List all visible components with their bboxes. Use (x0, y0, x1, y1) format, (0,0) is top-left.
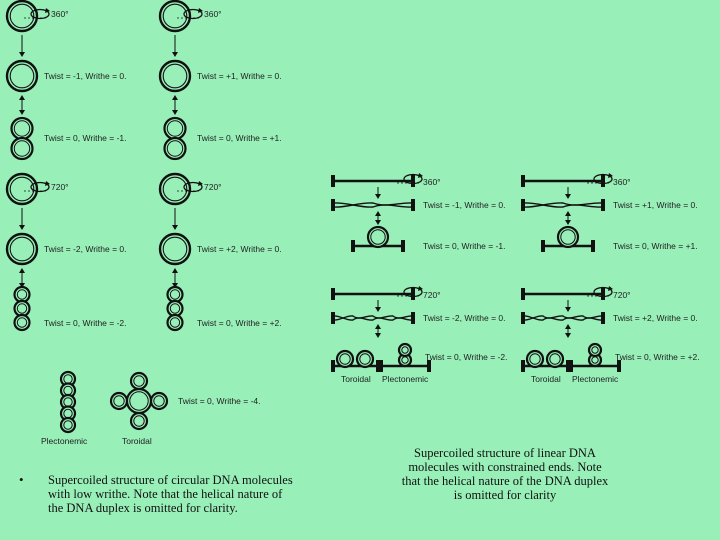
rotation-degree: 720° (613, 290, 631, 300)
rotation-degree: 360° (204, 9, 222, 19)
arrow-down (375, 187, 381, 199)
twist-writhe-label: Twist = +1, Writhe = 0. (197, 71, 282, 81)
equilibrium-arrow (19, 268, 25, 288)
twist-writhe-label: Twist = 0, Writhe = -1. (44, 133, 127, 143)
twist-writhe-label: Twist = -1, Writhe = 0. (423, 200, 506, 210)
rotation-arrow-icon (587, 173, 613, 185)
twisted-linear-dna (331, 312, 415, 324)
twist-writhe-label: Twist = -2, Writhe = 0. (44, 244, 127, 254)
arrow-down (375, 300, 381, 312)
twist-writhe-label: Twist = 0, Writhe = -2. (44, 318, 127, 328)
twist-writhe-label: Twist = 0, Writhe = -4. (178, 396, 261, 406)
plectonemic-linear-dna (379, 342, 431, 372)
relaxed-circle (158, 172, 192, 206)
plectonemic-supercoil (166, 285, 184, 332)
rotation-degree: 360° (423, 177, 441, 187)
rotation-arrow-icon (177, 181, 203, 193)
relaxed-circle (158, 0, 192, 33)
twist-writhe-label: Twist = +2, Writhe = 0. (613, 313, 698, 323)
twisted-circle (158, 232, 192, 266)
equilibrium-arrow (565, 324, 571, 338)
twisted-circle (5, 232, 39, 266)
equilibrium-arrow (172, 268, 178, 288)
plectonemic-label: Plectonemic (572, 374, 619, 384)
twist-writhe-label: Twist = -1, Writhe = 0. (44, 71, 127, 81)
arrow-down (19, 35, 25, 57)
twisted-linear-dna (521, 312, 605, 324)
relaxed-circle (5, 172, 39, 206)
toroidal-label: Toroidal (122, 436, 152, 446)
plectonemic-supercoil (13, 285, 31, 332)
rotation-degree: 720° (204, 182, 222, 192)
equilibrium-arrow (19, 95, 25, 115)
arrow-down (172, 35, 178, 57)
relaxed-linear-dna (521, 288, 605, 300)
toroidal-structure (109, 371, 169, 431)
twist-writhe-label: Twist = 0, Writhe = +2. (615, 352, 700, 362)
plectonemic-label: Plectonemic (41, 436, 88, 446)
twisted-circle (5, 59, 39, 93)
rotation-arrow-icon (177, 8, 203, 20)
twist-writhe-label: Twist = 0, Writhe = +2. (197, 318, 282, 328)
toroidal-linear-dna (331, 349, 380, 372)
plectonemic-structure (59, 370, 77, 434)
twist-writhe-label: Twist = 0, Writhe = +1. (613, 241, 698, 251)
relaxed-circle (5, 0, 39, 33)
equilibrium-arrow (172, 95, 178, 115)
caption-bullet: • (19, 472, 24, 487)
equilibrium-arrow (565, 211, 571, 225)
rotation-degree: 720° (51, 182, 69, 192)
writhed-linear-dna (541, 225, 595, 252)
twisted-linear-dna (331, 199, 415, 211)
rotation-arrow-icon (24, 181, 50, 193)
toroidal-label: Toroidal (531, 374, 561, 384)
rotation-arrow-icon (397, 173, 423, 185)
arrow-down (19, 208, 25, 230)
twist-writhe-label: Twist = -2, Writhe = 0. (423, 313, 506, 323)
rotation-degree: 360° (613, 177, 631, 187)
rotation-degree: 720° (423, 290, 441, 300)
toroidal-label: Toroidal (341, 374, 371, 384)
figure-eight-supercoil (10, 116, 34, 161)
twisted-circle (158, 59, 192, 93)
arrow-down (172, 208, 178, 230)
caption-linear-dna: Supercoiled structure of linear DNA mole… (401, 446, 609, 502)
twisted-linear-dna (521, 199, 605, 211)
rotation-arrow-icon (587, 286, 613, 298)
rotation-arrow-icon (397, 286, 423, 298)
figure-eight-supercoil (163, 116, 187, 161)
rotation-degree: 360° (51, 9, 69, 19)
twist-writhe-label: Twist = +1, Writhe = 0. (613, 200, 698, 210)
plectonemic-linear-dna (569, 342, 621, 372)
equilibrium-arrow (375, 324, 381, 338)
equilibrium-arrow (375, 211, 381, 225)
twist-writhe-label: Twist = +2, Writhe = 0. (197, 244, 282, 254)
arrow-down (565, 300, 571, 312)
toroidal-linear-dna (521, 349, 570, 372)
arrow-down (565, 187, 571, 199)
plectonemic-label: Plectonemic (382, 374, 429, 384)
twist-writhe-label: Twist = 0, Writhe = -1. (423, 241, 506, 251)
twist-writhe-label: Twist = 0, Writhe = -2. (425, 352, 508, 362)
writhed-linear-dna (351, 225, 405, 252)
relaxed-linear-dna (521, 175, 605, 187)
twist-writhe-label: Twist = 0, Writhe = +1. (197, 133, 282, 143)
relaxed-linear-dna (331, 288, 415, 300)
relaxed-linear-dna (331, 175, 415, 187)
rotation-arrow-icon (24, 8, 50, 20)
caption-circular-dna: Supercoiled structure of circular DNA mo… (48, 473, 293, 515)
